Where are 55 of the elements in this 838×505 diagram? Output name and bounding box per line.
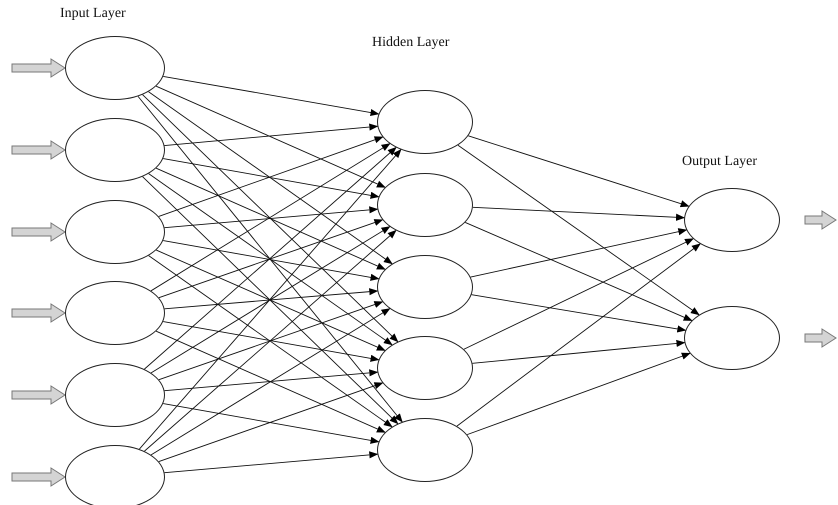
connection-arrow [156,250,386,351]
connection-arrow [164,451,378,474]
neuron-circle [377,173,473,237]
block-arrow [12,58,66,78]
connection-arrow [156,86,386,188]
connection-arrow [463,238,694,350]
connection-arrow [472,340,686,364]
layer-title: Input Layer [60,6,126,22]
connection-arrow [138,96,403,423]
block-arrow [12,467,66,487]
neuron-circle [65,363,165,427]
connection-arrow [138,148,402,450]
connection-arrow [158,136,384,217]
connection-arrow [162,240,380,281]
connection-arrow [468,135,690,208]
connection-arrow [456,243,701,427]
connection-arrow [158,301,384,380]
connection-arrow [150,308,390,456]
connection-arrow [144,230,397,452]
block-arrow [804,210,837,230]
connection-arrow [162,76,380,116]
connection-arrow [162,321,380,362]
connection-arrow [142,94,398,342]
connection-arrow [148,91,393,264]
block-arrow [12,140,66,160]
connection-arrow [156,330,386,433]
connection-arrow [458,144,700,316]
block-arrow [12,222,66,242]
connection-arrow [148,255,393,428]
block-arrow [12,303,66,323]
connection-arrow [150,143,391,292]
layer-title: Output Layer [682,154,758,170]
connection-arrow [471,294,686,332]
neuron-circle [65,118,165,182]
connection-arrow [470,228,688,278]
connection-arrow [164,206,378,228]
connection-arrow [164,123,378,146]
connection-arrow [148,173,393,346]
block-arrow [804,328,837,348]
connection-arrow [158,219,384,298]
neuron-circle [65,445,165,505]
connection-arrow [162,158,380,199]
connection-arrow [156,168,386,270]
connection-arrow [142,176,398,424]
connection-arrow [164,369,378,392]
layer-title: Hidden Layer [372,35,450,51]
connection-arrow [162,403,380,444]
connection-arrow [144,146,397,370]
neuron-circle [377,336,473,400]
connection-arrow [472,206,686,221]
block-arrow [12,385,66,405]
connection-arrow [164,288,378,310]
connection-arrow [464,222,693,322]
connection-arrow [466,352,691,436]
connection-arrow [158,382,384,462]
